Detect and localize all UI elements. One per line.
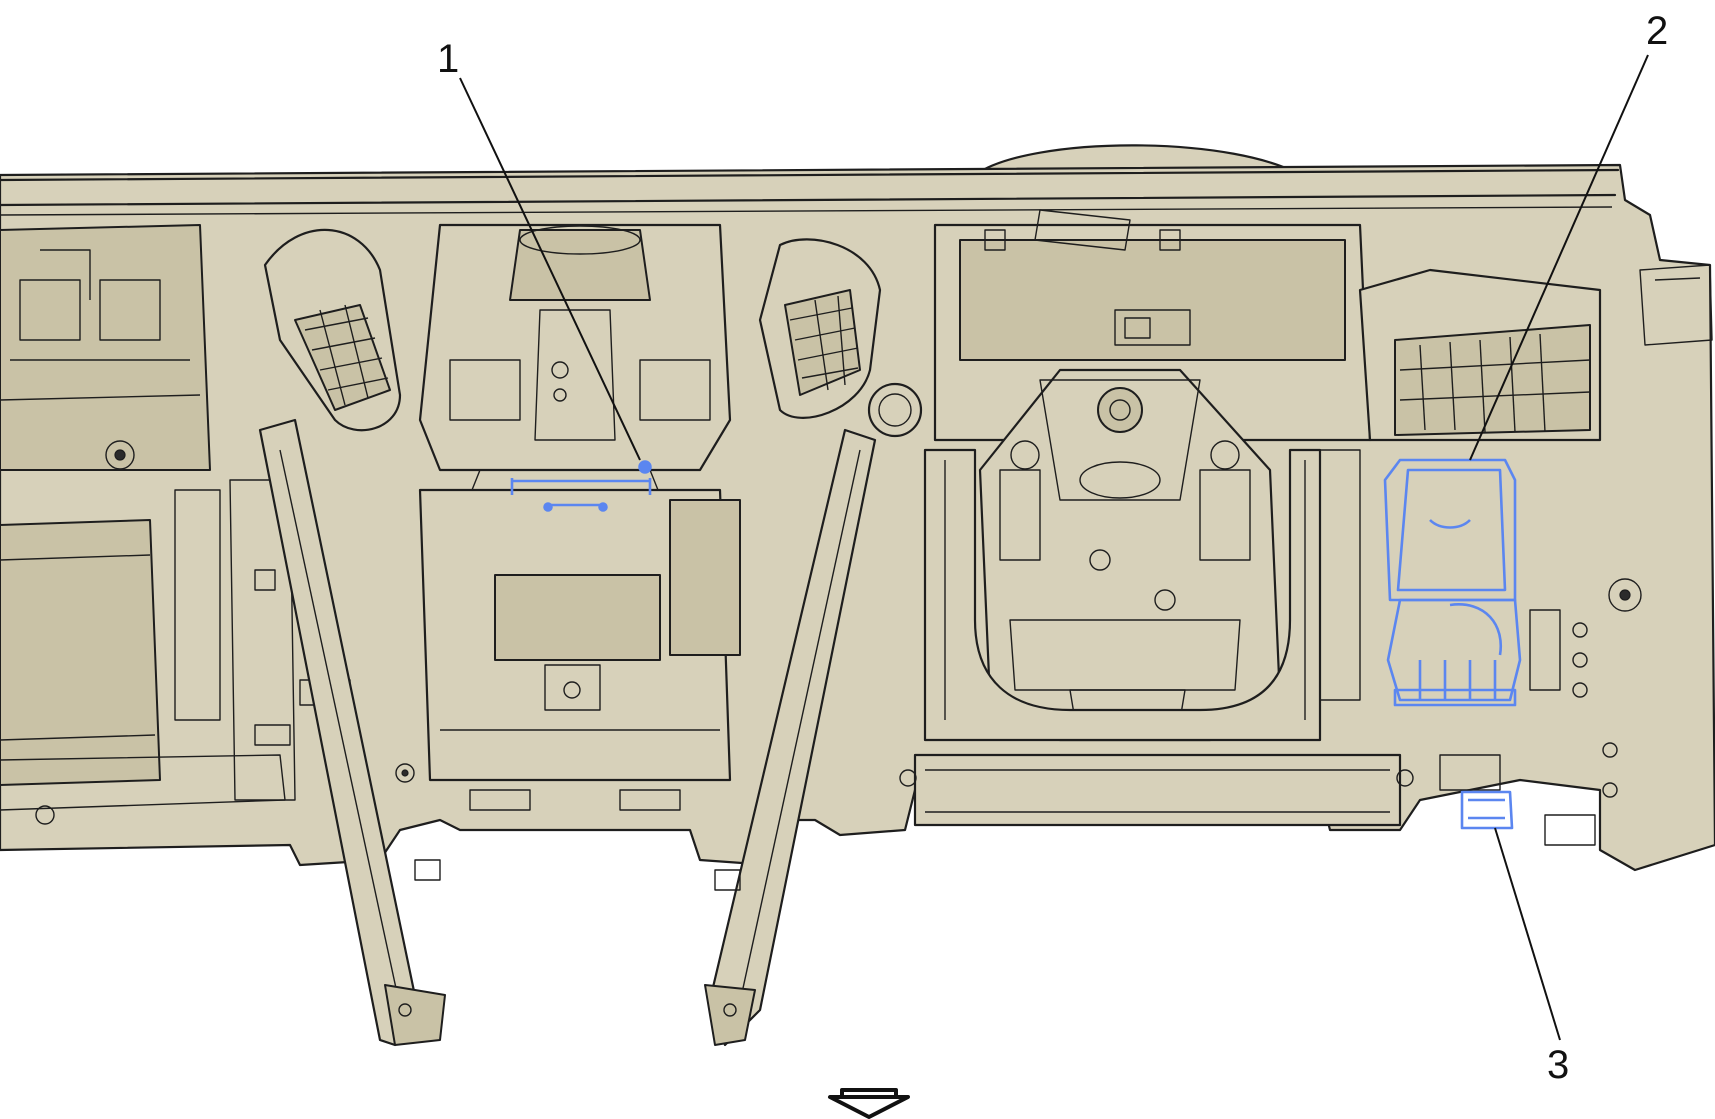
steering-column-support [978, 368, 1282, 742]
callout-2: 2 [1646, 9, 1668, 53]
callout-1: 1 [437, 37, 459, 81]
right-support-strut [704, 428, 877, 1047]
round-plug [867, 382, 923, 438]
component-1-highlight [510, 460, 652, 512]
component-2-highlight [1383, 458, 1522, 707]
left-panel-structure [0, 224, 296, 825]
arrow-down-outline-icon [828, 1088, 910, 1119]
center-stack [395, 223, 785, 811]
leader-line-2 [1469, 54, 1649, 461]
leader-line-1 [459, 77, 641, 461]
component-3-highlight [1460, 790, 1514, 830]
right-panel-structure [1319, 264, 1713, 846]
top-rail-inner [0, 193, 1617, 207]
lower-beam [899, 753, 1414, 827]
knee-bolster-frame [923, 448, 1322, 742]
center-right-air-vent [758, 238, 882, 419]
cluster-housing [933, 209, 1372, 442]
top-rail [0, 168, 1620, 182]
left-air-vent [263, 228, 402, 432]
left-support-strut [258, 418, 446, 1047]
leader-line-3 [1494, 827, 1561, 1041]
callout-3: 3 [1547, 1043, 1569, 1087]
